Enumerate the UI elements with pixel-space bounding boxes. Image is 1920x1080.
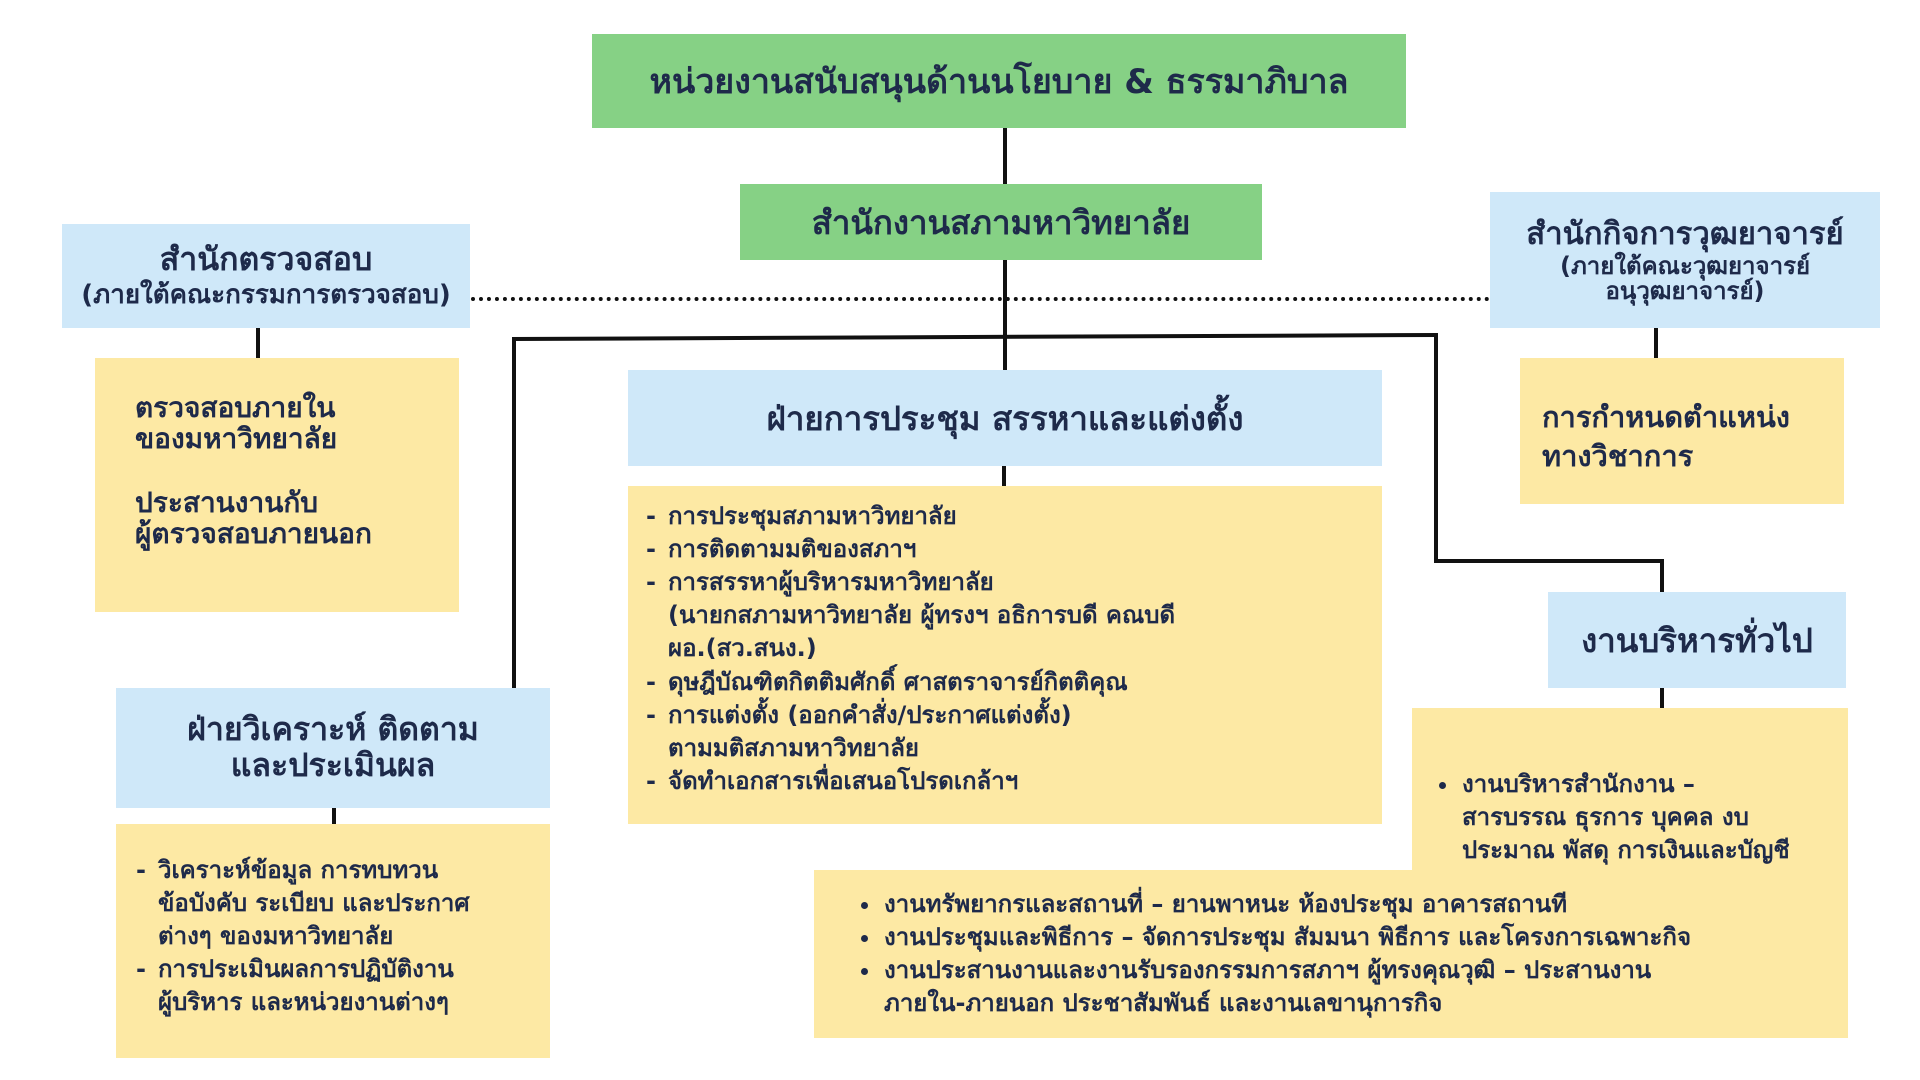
- general-admin-duty-ceremony: งานประชุมและพิธีการ – จัดการประชุม สัมมน…: [882, 921, 1848, 954]
- connector-emeritus-down: [1654, 328, 1658, 358]
- meeting-duty-3: การสรรหาผู้บริหารมหาวิทยาลัย (นายกสภามหา…: [646, 566, 1382, 665]
- general-admin-duty-office: งานบริหารสำนักงาน – สารบรรณ ธุรการ บุคคล…: [1460, 768, 1848, 867]
- connector-horizontal-branch: [511, 332, 1438, 341]
- emeritus-office-box: สำนักกิจการวุฒยาจารย์ (ภายใต้คณะวุฒยาจาร…: [1490, 192, 1880, 328]
- connector-analysis-down: [332, 808, 336, 824]
- emeritus-office-duties: การกำหนดตำแหน่ง ทางวิชาการ: [1520, 358, 1844, 504]
- council-office-box: สำนักงานสภามหาวิทยาลัย: [740, 184, 1262, 260]
- top-unit-title: หน่วยงานสนับสนุนด้านนโยบาย & ธรรมาภิบาล: [649, 62, 1349, 102]
- emeritus-duty-academic-position: การกำหนดตำแหน่ง ทางวิชาการ: [1542, 400, 1790, 474]
- emeritus-office-subtitle: (ภายใต้คณะวุฒยาจารย์ อนุวุฒยาจารย์): [1559, 252, 1811, 306]
- meeting-division-box: ฝ่ายการประชุม สรรหาและแต่งตั้ง: [628, 370, 1382, 466]
- analysis-division-box: ฝ่ายวิเคราะห์ ติดตาม และประเมินผล: [116, 688, 550, 808]
- analysis-division-title: ฝ่ายวิเคราะห์ ติดตาม และประเมินผล: [187, 710, 479, 784]
- general-admin-duties-upper: งานบริหารสำนักงาน – สารบรรณ ธุรการ บุคคล…: [1412, 708, 1848, 870]
- audit-office-duties: ตรวจสอบภายใน ของมหาวิทยาลัย ประสานงานกับ…: [95, 358, 459, 612]
- top-unit-box: หน่วยงานสนับสนุนด้านนโยบาย & ธรรมาภิบาล: [592, 34, 1406, 128]
- council-office-title: สำนักงานสภามหาวิทยาลัย: [811, 202, 1191, 242]
- general-admin-title: งานบริหารทั่วไป: [1581, 620, 1813, 660]
- audit-duty-external: ประสานงานกับ ผู้ตรวจสอบภายนอก: [135, 485, 372, 551]
- connector-general-admin-down: [1660, 559, 1664, 592]
- connector-to-general-admin: [1434, 559, 1664, 563]
- audit-duty-internal: ตรวจสอบภายใน ของมหาวิทยาลัย: [135, 391, 338, 456]
- audit-office-subtitle: (ภายใต้คณะกรรมการตรวจสอบ): [81, 280, 451, 311]
- analysis-division-duties: วิเคราะห์ข้อมูล การทบทวน ข้อบังคับ ระเบี…: [116, 824, 550, 1058]
- meeting-duty-2: การติดตามมติของสภาฯ: [646, 533, 1382, 566]
- audit-office-title: สำนักตรวจสอบ: [159, 240, 373, 279]
- analysis-duty-1: วิเคราะห์ข้อมูล การทบทวน ข้อบังคับ ระเบี…: [136, 854, 550, 953]
- connector-general-admin-list: [1660, 688, 1664, 710]
- general-admin-duties-lower: งานทรัพยากรและสถานที่ – ยานพาหนะ ห้องประ…: [814, 870, 1848, 1038]
- emeritus-office-title: สำนักกิจการวุฒยาจารย์: [1526, 216, 1844, 253]
- general-admin-duty-resources: งานทรัพยากรและสถานที่ – ยานพาหนะ ห้องประ…: [882, 888, 1848, 921]
- general-admin-box: งานบริหารทั่วไป: [1548, 592, 1846, 688]
- connector-right-drop: [1434, 333, 1438, 563]
- connector-audit-down: [256, 328, 260, 358]
- meeting-division-duties: การประชุมสภามหาวิทยาลัย การติดตามมติของส…: [628, 486, 1382, 824]
- connector-meeting-down: [1002, 466, 1006, 488]
- connector-dotted-audit-emeritus: [471, 297, 1506, 301]
- connector-top-to-council: [1003, 128, 1007, 186]
- connector-council-trunk: [1003, 260, 1007, 372]
- audit-office-box: สำนักตรวจสอบ (ภายใต้คณะกรรมการตรวจสอบ): [62, 224, 470, 328]
- connector-to-analysis: [512, 338, 516, 690]
- meeting-duty-4: ดุษฎีบัณฑิตกิตติมศักดิ์ ศาสตราจารย์กิตติ…: [646, 666, 1382, 699]
- meeting-division-title: ฝ่ายการประชุม สรรหาและแต่งตั้ง: [766, 398, 1244, 438]
- meeting-duty-1: การประชุมสภามหาวิทยาลัย: [646, 500, 1382, 533]
- analysis-duty-2: การประเมินผลการปฏิบัติงาน ผู้บริหาร และห…: [136, 953, 550, 1019]
- general-admin-duty-coordination: งานประสานงานและงานรับรองกรรมการสภาฯ ผู้ท…: [882, 954, 1848, 1020]
- meeting-duty-6: จัดทำเอกสารเพื่อเสนอโปรดเกล้าฯ: [646, 765, 1382, 798]
- meeting-duty-5: การแต่งตั้ง (ออกคำสั่ง/ประกาศแต่งตั้ง) ต…: [646, 699, 1382, 765]
